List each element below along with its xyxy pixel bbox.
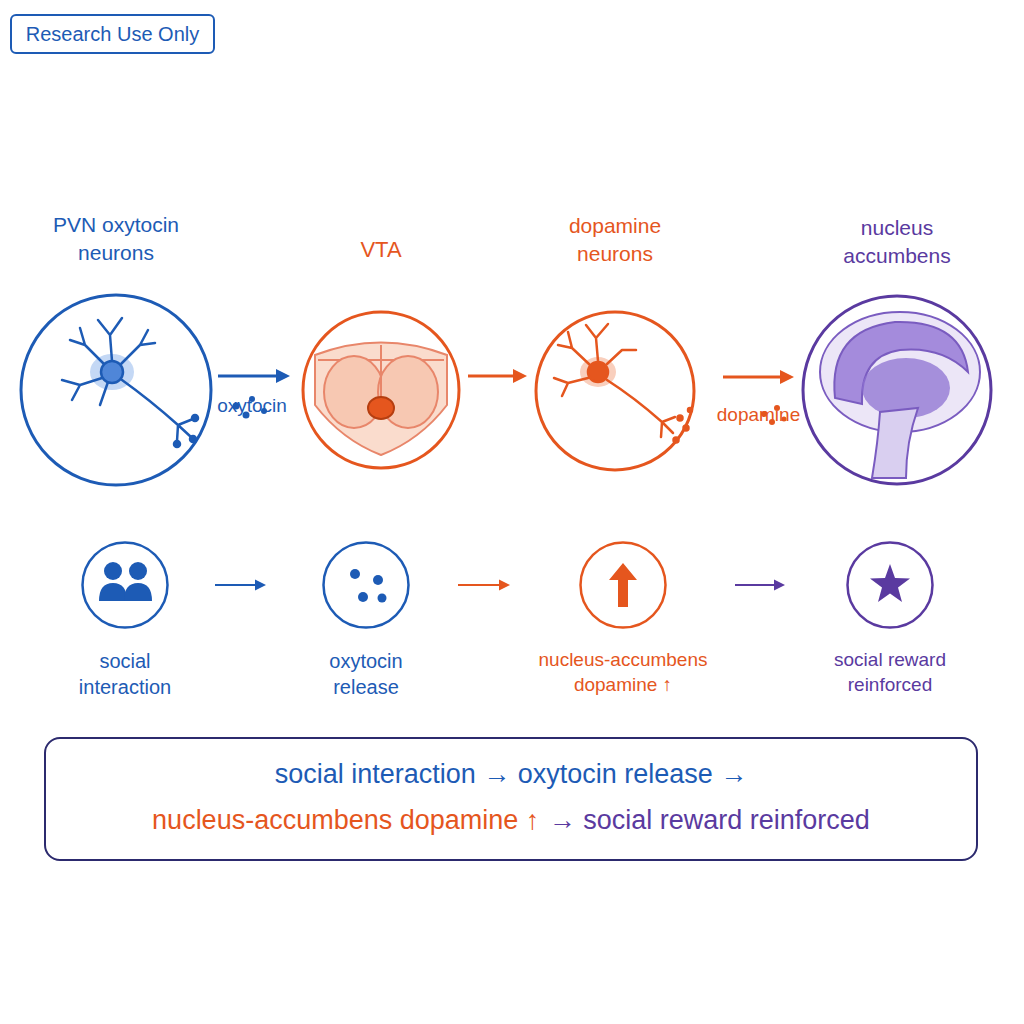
region-circle: dopamine neurons xyxy=(533,309,697,473)
region-circle: nucleus accumbens xyxy=(800,293,994,487)
summary-segment: nucleus-accumbens dopamine ↑ xyxy=(152,805,539,835)
flow-arrow xyxy=(218,369,290,383)
summary-box: social interaction → oxytocin release → n… xyxy=(44,737,978,861)
arrow-shaft xyxy=(468,375,514,378)
arrow-head xyxy=(774,580,785,591)
summary-segment: → social reward reinforced xyxy=(549,805,870,835)
flow-arrow xyxy=(215,580,266,591)
star-icon xyxy=(870,564,910,602)
arrow-head xyxy=(255,580,266,591)
step-label: nucleus-accumbens dopamine ↑ xyxy=(503,648,743,697)
summary-line: social interaction → oxytocin release → xyxy=(275,753,748,799)
arrow-shaft xyxy=(458,584,500,586)
status-badge: Research Use Only xyxy=(10,14,215,54)
dopamine-neuron-illustration xyxy=(554,324,692,443)
region-heading: nucleus accumbens xyxy=(832,214,962,269)
circle-shape xyxy=(581,543,666,628)
step-circle: social reward reinforced xyxy=(845,540,935,630)
arrow-head xyxy=(499,580,510,591)
summary-segment: social interaction → oxytocin release → xyxy=(275,759,748,789)
arrow-head xyxy=(780,370,794,384)
dopamine-dots xyxy=(761,405,787,425)
circle-outline xyxy=(533,309,697,473)
circle-outline xyxy=(321,540,411,630)
flow-arrow xyxy=(468,369,527,383)
arrow-shaft xyxy=(215,584,256,586)
region-circle: PVN oxytocin neurons xyxy=(18,292,214,488)
circle-shape xyxy=(21,295,211,485)
region-circle: VTA xyxy=(300,309,462,471)
circle-outline xyxy=(18,292,214,488)
people-icon xyxy=(99,562,152,601)
circle-outline xyxy=(800,293,994,487)
circle-outline xyxy=(300,309,462,471)
circle-shape xyxy=(848,543,933,628)
step-circle: oxytocin release xyxy=(321,540,411,630)
arrow-shaft xyxy=(723,376,781,379)
circle-shape xyxy=(324,543,409,628)
step-circle: nucleus-accumbens dopamine ↑ xyxy=(578,540,668,630)
region-heading: dopamine neurons xyxy=(555,212,675,267)
flow-arrow xyxy=(458,580,510,591)
summary-line: nucleus-accumbens dopamine ↑ → social rew… xyxy=(152,799,870,845)
oxytocin-dots xyxy=(233,396,268,419)
edge-label: dopamine xyxy=(717,403,800,428)
circle-outline xyxy=(80,540,170,630)
up-arrow-icon xyxy=(609,563,637,607)
circle-outline xyxy=(845,540,935,630)
vta-section-illustration xyxy=(315,343,447,456)
arrow-shaft xyxy=(735,584,775,586)
circle-shape xyxy=(803,296,991,484)
arrow-head xyxy=(513,369,527,383)
step-label: oxytocin release xyxy=(311,648,421,700)
edge-label: oxytocin xyxy=(217,394,287,419)
arrow-head xyxy=(276,369,290,383)
step-label: social interaction xyxy=(60,648,190,700)
badge-text: Research Use Only xyxy=(26,23,199,46)
region-heading: VTA xyxy=(311,236,451,265)
step-circle: social interaction xyxy=(80,540,170,630)
circle-outline xyxy=(578,540,668,630)
brain-illustration xyxy=(820,312,980,478)
flow-arrow xyxy=(735,580,785,591)
circle-shape xyxy=(303,312,459,468)
circle-shape xyxy=(536,312,694,470)
arrow-shaft xyxy=(218,375,277,378)
region-heading: PVN oxytocin neurons xyxy=(16,211,216,266)
oxytocin-neuron-illustration xyxy=(62,318,198,447)
flow-arrow xyxy=(723,370,794,384)
circle-shape xyxy=(83,543,168,628)
oxytocin-dots-icon xyxy=(350,569,387,603)
step-label: social reward reinforced xyxy=(810,648,970,697)
